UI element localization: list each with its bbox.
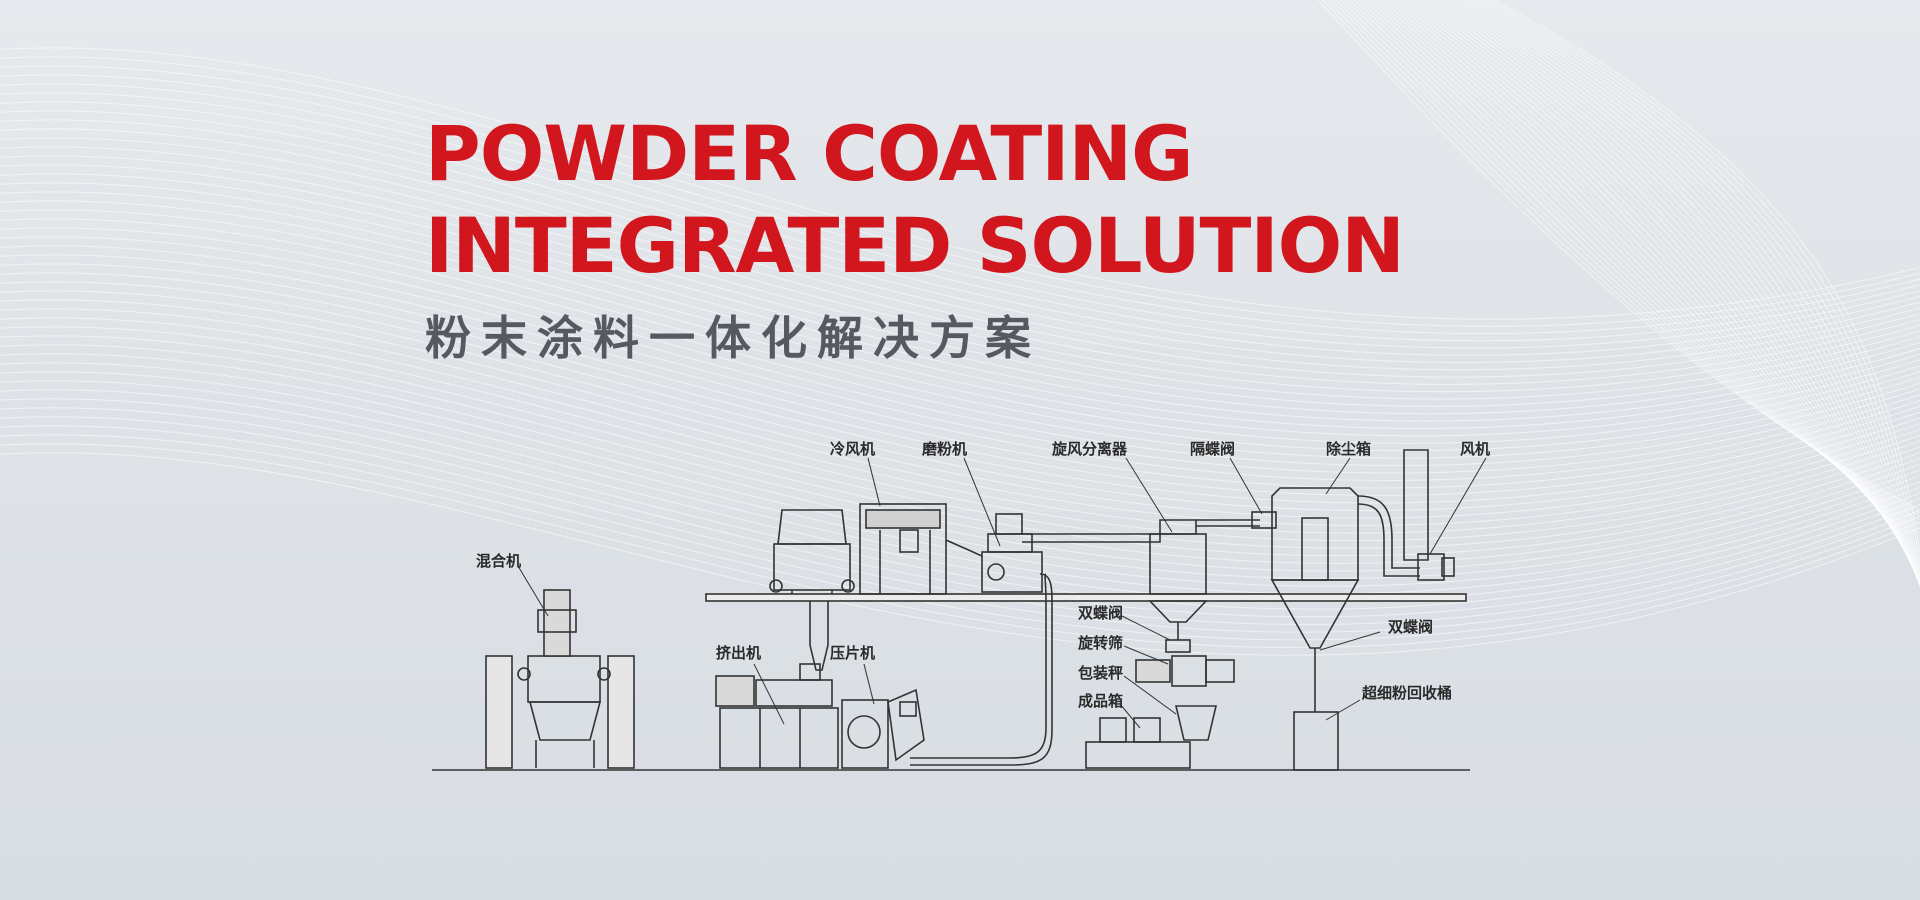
- label-double-valve-right: 双蝶阀: [1388, 618, 1433, 636]
- hero-section: POWDER COATING INTEGRATED SOLUTION 粉末涂料一…: [425, 108, 1405, 368]
- cooling-fan-machine: [859, 503, 947, 595]
- feed-hopper: [769, 509, 855, 671]
- extruder-machine: [715, 663, 839, 769]
- label-ultrafine-bin: 超细粉回收桶: [1361, 684, 1452, 702]
- label-product-box: 成品箱: [1078, 692, 1123, 710]
- label-double-valve-left: 双蝶阀: [1078, 604, 1123, 622]
- hero-title-line2: INTEGRATED SOLUTION: [425, 201, 1405, 290]
- label-isolation-valve: 隔蝶阀: [1190, 440, 1235, 458]
- grinder-machine: [910, 513, 1161, 766]
- dust-collector: [1270, 449, 1455, 771]
- label-extruder: 挤出机: [716, 644, 761, 662]
- label-cooling-fan: 冷风机: [830, 440, 875, 458]
- label-grinder: 磨粉机: [921, 440, 967, 458]
- cyclone-separator: [1148, 511, 1277, 640]
- upper-platform: [705, 593, 1467, 602]
- label-mixer: 混合机: [476, 552, 521, 570]
- mixer-machine: [485, 589, 635, 769]
- hero-title-line1: POWDER COATING: [425, 109, 1193, 198]
- label-dust-box: 除尘箱: [1326, 440, 1371, 458]
- leader-lines: [517, 457, 1487, 729]
- label-cyclone: 旋风分离器: [1051, 440, 1128, 458]
- tablet-press-machine: [841, 688, 925, 769]
- label-rotary-sieve: 旋转筛: [1077, 634, 1123, 652]
- label-blower: 风机: [1460, 440, 1490, 458]
- label-tablet-press: 压片机: [830, 644, 875, 662]
- hero-subtitle: 粉末涂料一体化解决方案: [425, 311, 1041, 365]
- packing-line: [1085, 639, 1235, 769]
- label-packing-scale: 包装秤: [1078, 664, 1123, 682]
